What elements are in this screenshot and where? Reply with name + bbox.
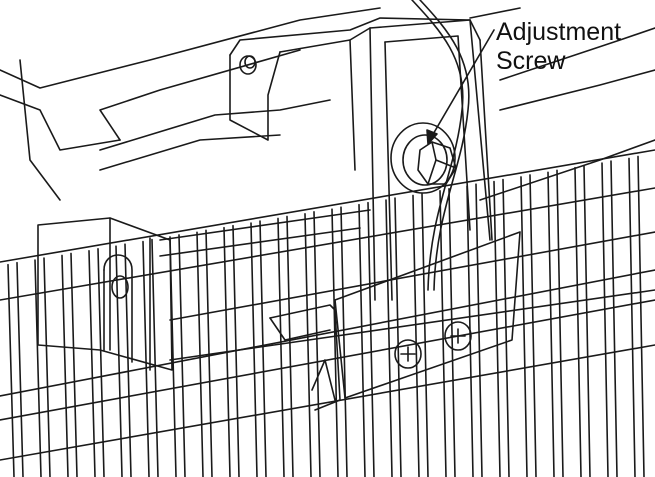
grille-wire [358, 203, 366, 477]
grille-wire [493, 180, 501, 477]
grille-wire [412, 194, 420, 477]
grille-wire [196, 231, 204, 477]
grille-wire [385, 199, 393, 477]
grille-wire [115, 245, 123, 477]
grille-wire [547, 171, 555, 477]
grille-wire [475, 183, 483, 477]
grille-wire [61, 254, 69, 477]
callout-label: Adjustment Screw [496, 18, 621, 76]
grille-wire [331, 208, 339, 477]
grille-wire [0, 299, 655, 421]
grille-wire [340, 206, 348, 477]
callout-line-2: Screw [496, 47, 566, 75]
grille-wire [601, 162, 609, 477]
callout-line-1: Adjustment [496, 18, 622, 46]
grille-wire [367, 201, 375, 477]
grille-wire [223, 226, 231, 477]
grille-wire [169, 231, 655, 321]
grille-wire [259, 220, 267, 477]
grille-wire [142, 240, 150, 477]
adjustment-screw-icon [390, 122, 457, 194]
grille-wire [124, 243, 132, 477]
grille-wire [0, 344, 655, 461]
wire-grille [0, 149, 655, 477]
grille-wire [394, 197, 402, 477]
grille-wire [637, 155, 645, 477]
callout-arrow [426, 29, 495, 145]
grille-wire [205, 229, 213, 477]
grille-wire [277, 217, 285, 477]
grille-wire [286, 215, 294, 477]
grille-wire [556, 169, 564, 477]
grille-wire [43, 257, 51, 477]
grille-wire [70, 252, 78, 477]
grille-wire [502, 178, 510, 477]
grille-wire [178, 234, 186, 477]
grille-wire [421, 192, 429, 477]
grille-wire [628, 157, 636, 477]
grille-wire [304, 213, 312, 477]
grille-wire [529, 174, 537, 477]
grille-wire [0, 269, 655, 397]
grille-wire [610, 160, 618, 477]
grille-wire [0, 187, 655, 301]
grille-wire [169, 236, 177, 477]
mounting-bracket [229, 17, 493, 301]
grille-wire [232, 224, 240, 477]
grille-wire [574, 166, 582, 477]
grille-wire [313, 211, 321, 477]
grille-wire [448, 187, 456, 477]
grille-wire [151, 238, 159, 477]
grille-wire [169, 289, 655, 361]
grille-wire [466, 185, 474, 477]
grille-wire [16, 261, 24, 477]
upper-frame [0, 7, 655, 201]
grille-wire [250, 222, 258, 477]
grille-wire [34, 259, 42, 477]
grille-wire [583, 164, 591, 477]
grille-wire [88, 249, 96, 477]
mounting-screw-icon [394, 321, 472, 369]
grille-wire [520, 176, 528, 477]
grille-wire [439, 189, 447, 477]
grille-wire [0, 149, 655, 263]
grille-wire [97, 247, 105, 477]
grille-wire [7, 263, 15, 477]
